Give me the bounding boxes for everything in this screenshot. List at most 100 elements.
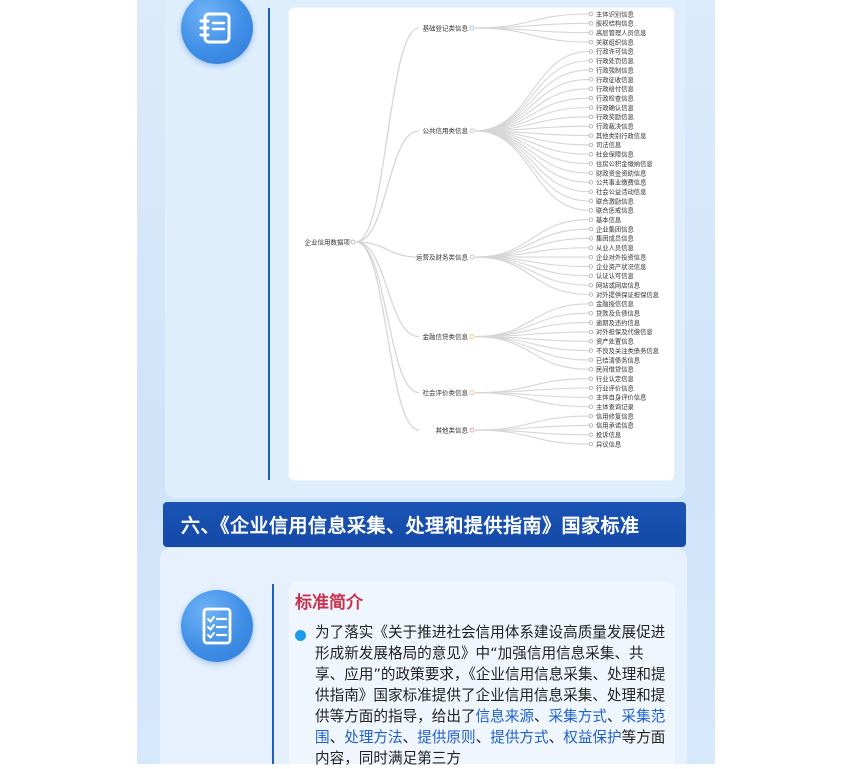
mindmap-leaf-label: 财政资金资助信息 [596,168,646,177]
mindmap-leaf-label: 信用修复信息 [596,411,634,420]
mindmap-leaf-label: 行政给付信息 [596,84,634,93]
intro-text-1: 为了落实《关于推进社会信用体系建设高质量发展促进形成新发展格局的意见》中“加强信… [315,624,666,725]
divider-line [268,8,270,480]
bullet-dot [295,630,306,641]
mindmap-branch-link [355,27,420,243]
mindmap-leaf-label: 从业人员信息 [596,243,634,252]
highlight-processing-method: 处理方法 [344,729,403,746]
mindmap-leaf-label: 行业认定信息 [596,374,634,383]
mindmap-leaf-label: 基本信息 [596,215,621,224]
section-title: 六、《企业信用信息采集、处理和提供指南》国家标准 [181,515,640,537]
highlight-collection-method: 采集方式 [548,708,607,725]
mindmap-leaf-label: 信用承诺信息 [596,421,634,430]
mindmap-link [474,106,590,132]
highlight-info-source: 信息来源 [475,708,534,725]
mindmap-link [474,424,590,431]
mindmap-link [474,130,590,211]
mindmap-leaf-label: 投诉信息 [596,430,621,439]
mindmap-leaf-label: 行政奖励信息 [596,112,634,121]
leaf-node-dot [588,86,594,91]
branch-node-dot [469,334,475,340]
leaf-node-dot [588,226,594,232]
leaf-node-dot [588,105,594,110]
mindmap-link [474,429,590,445]
intro-paragraph: 为了落实《关于推进社会信用体系建设高质量发展促进形成新发展格局的意见》中“加强信… [315,622,667,769]
leaf-node-dot [588,357,594,363]
mindmap-branch-label: 金融信贷类信息 [423,332,469,341]
leaf-node-dot [588,180,594,185]
intro-box: 标准简介 为了落实《关于推进社会信用体系建设高质量发展促进形成新发展格局的意见》… [289,582,675,767]
leaf-node-dot [588,236,594,241]
highlight-rights-protection: 权益保护 [563,729,622,746]
mindmap-leaf-label: 对外提供保证担保信息 [596,290,659,299]
leaf-node-dot [588,245,594,250]
leaf-node-dot [588,217,594,222]
mindmap-link [474,130,590,193]
leaf-node-dot [588,404,594,409]
mindmap-leaf-label: 行政裁决信息 [596,122,634,131]
mindmap-leaf-label: 行政征收信息 [596,75,634,84]
mindmap-leaf-label: 逾期及违约信息 [596,318,640,327]
mindmap-leaf-label: 行政确认信息 [596,103,634,112]
leaf-node-dot [588,264,594,269]
leaf-node-dot [588,385,594,391]
separator: 、 [329,729,345,746]
mindmap-leaf-label: 异议信息 [596,439,621,448]
mindmap-leaf-label: 其他类别行政信息 [596,131,646,140]
separator: 、 [606,708,622,725]
mindmap-link [474,331,590,338]
mindmap-leaf-label: 公共事业缴费信息 [596,178,646,187]
mindmap-leaf-label: 关联组织信息 [596,37,634,46]
mindmap-leaf-label: 行政检查信息 [596,93,634,102]
leaf-node-dot [588,441,594,447]
mindmap-leaf-label: 联合激励信息 [596,196,634,205]
branch-node-dot [469,128,475,134]
leaf-node-dot [588,292,594,297]
leaf-node-dot [588,133,594,138]
leaf-node-dot [588,395,594,400]
intro-text-2: 等方面内容，同时满足第三方 [315,729,666,767]
leaf-node-dot [588,49,594,54]
leaf-node-dot [588,348,594,353]
branch-node-dot [469,254,475,260]
leaf-node-dot [588,39,594,45]
separator: 、 [475,729,491,746]
separator: 、 [402,729,418,746]
leaf-node-dot [588,161,594,166]
mindmap-leaf-label: 司法信息 [596,140,621,149]
leaf-node-dot [588,67,594,73]
leaf-node-dot [588,189,594,194]
mindmap-link [474,392,590,408]
highlight-provision-method: 提供方式 [490,729,549,746]
mindmap-branch-label: 社会评价类信息 [423,388,469,397]
mindmap-link [474,27,590,43]
leaf-node-dot [588,329,594,335]
mindmap-link [474,219,590,258]
leaf-node-dot [588,254,594,260]
mindmap-branch-link [355,241,420,258]
leaf-node-dot [588,152,594,157]
mindmap-diagram: 主体识别信息股权结构信息高层管理人员信息关联组织信息行政许可信息行政处罚信息行政… [289,8,674,480]
mindmap-branch-label: 公共信用类信息 [423,126,469,135]
leaf-node-dot [588,273,594,278]
mindmap-leaf-label: 民间借贷信息 [596,365,634,374]
mindmap-leaf-label: 已结清债务信息 [596,355,640,364]
mindmap-leaf-label: 行政处罚信息 [596,56,634,65]
leaf-node-dot [588,311,594,316]
mindmap-leaf-label: 对外担保及代偿信息 [596,327,653,336]
mindmap-leaf-label: 主体自身评价信息 [596,393,646,402]
mindmap-leaf-label: 企业集团信息 [596,224,634,233]
checklist-icon [181,590,253,662]
leaf-node-dot [588,320,594,325]
mindmap-leaf-label: 社会保障信息 [596,150,634,159]
leaf-node-dot [588,413,594,419]
mindmap-svg: 主体识别信息股权结构信息高层管理人员信息关联组织信息行政许可信息行政处罚信息行政… [305,9,659,448]
leaf-node-dot [588,282,594,288]
mindmap-link [474,130,590,183]
mindmap-leaf-label: 行政许可信息 [596,47,634,56]
mindmap-leaf-label: 不良及关注类债务信息 [596,346,659,355]
leaf-node-dot [588,142,594,148]
mindmap-leaf-label: 企业资产状况信息 [596,262,646,271]
notebook-icon [181,0,253,64]
mindmap-leaf-label: 企业对外投资信息 [596,252,646,261]
